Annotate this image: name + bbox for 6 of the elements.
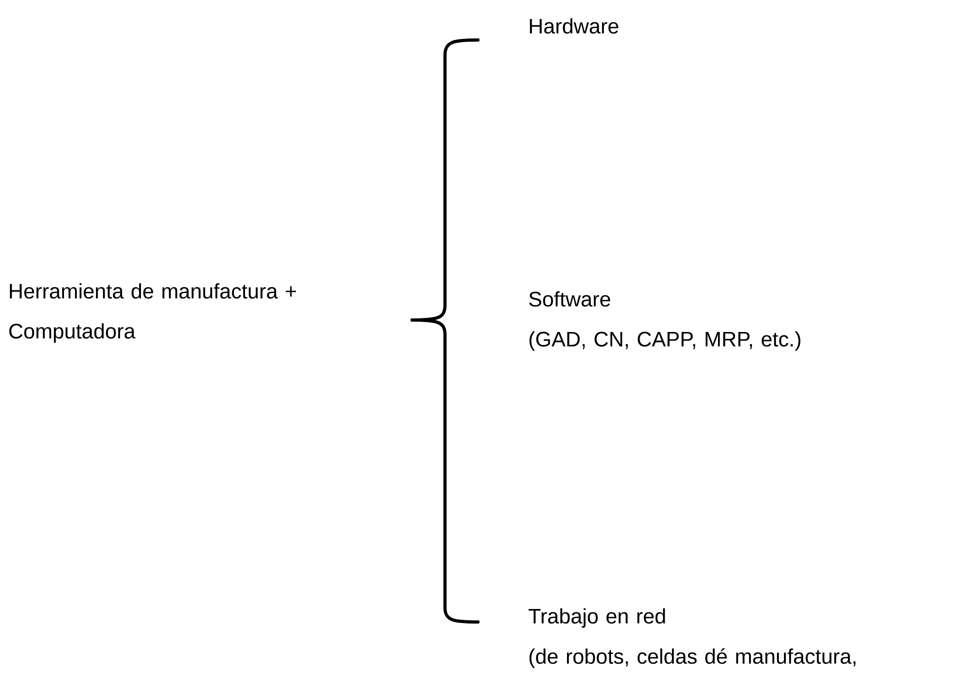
label-text: Herramienta de manufactura + Computadora bbox=[9, 283, 296, 343]
label-text: Hardware bbox=[530, 18, 618, 34]
label-text: (GAD, CN, CAPP, MRP, etc.) bbox=[530, 331, 800, 351]
label-text: Trabajo en red bbox=[528, 608, 665, 628]
label-text: (de robots, celdas dé manufactura, bbox=[530, 648, 856, 668]
label-text: Software bbox=[529, 291, 610, 307]
